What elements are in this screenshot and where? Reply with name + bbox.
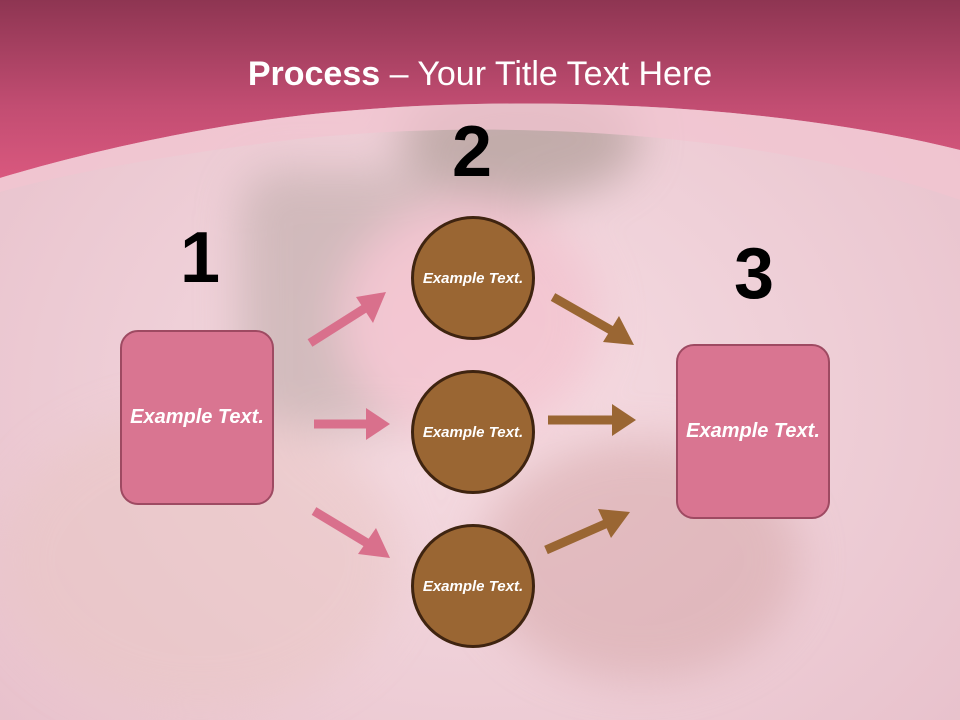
circle-middle: Example Text.	[411, 370, 535, 494]
right-box-label: Example Text.	[686, 420, 820, 442]
arrow-left-to-middle	[314, 408, 390, 440]
background-photo	[0, 80, 800, 710]
step-number-3: 3	[733, 234, 775, 314]
circle-top: Example Text.	[411, 216, 535, 340]
circle-bottom: Example Text.	[411, 524, 535, 648]
page-title: Process – Your Title Text Here	[0, 52, 960, 96]
right-box: Example Text.	[676, 344, 830, 519]
circle-middle-label: Example Text.	[422, 423, 524, 441]
header-band	[0, 0, 960, 178]
arrow-bottom-to-right	[544, 509, 630, 555]
arrow-left-to-bottom	[311, 507, 390, 558]
arrow-middle-to-right	[548, 404, 636, 436]
left-box: Example Text.	[120, 330, 274, 505]
step-number-1: 1	[179, 218, 221, 298]
circle-top-label: Example Text.	[422, 269, 524, 287]
title-bold: Process	[247, 55, 381, 93]
title-rest: – Your Title Text Here	[380, 55, 713, 93]
arrow-top-to-right	[550, 293, 634, 345]
header-swoosh	[0, 103, 960, 200]
arrow-left-to-top	[307, 292, 386, 347]
left-box-label: Example Text.	[130, 406, 264, 428]
circle-bottom-label: Example Text.	[422, 577, 524, 595]
step-number-2: 2	[451, 112, 493, 192]
